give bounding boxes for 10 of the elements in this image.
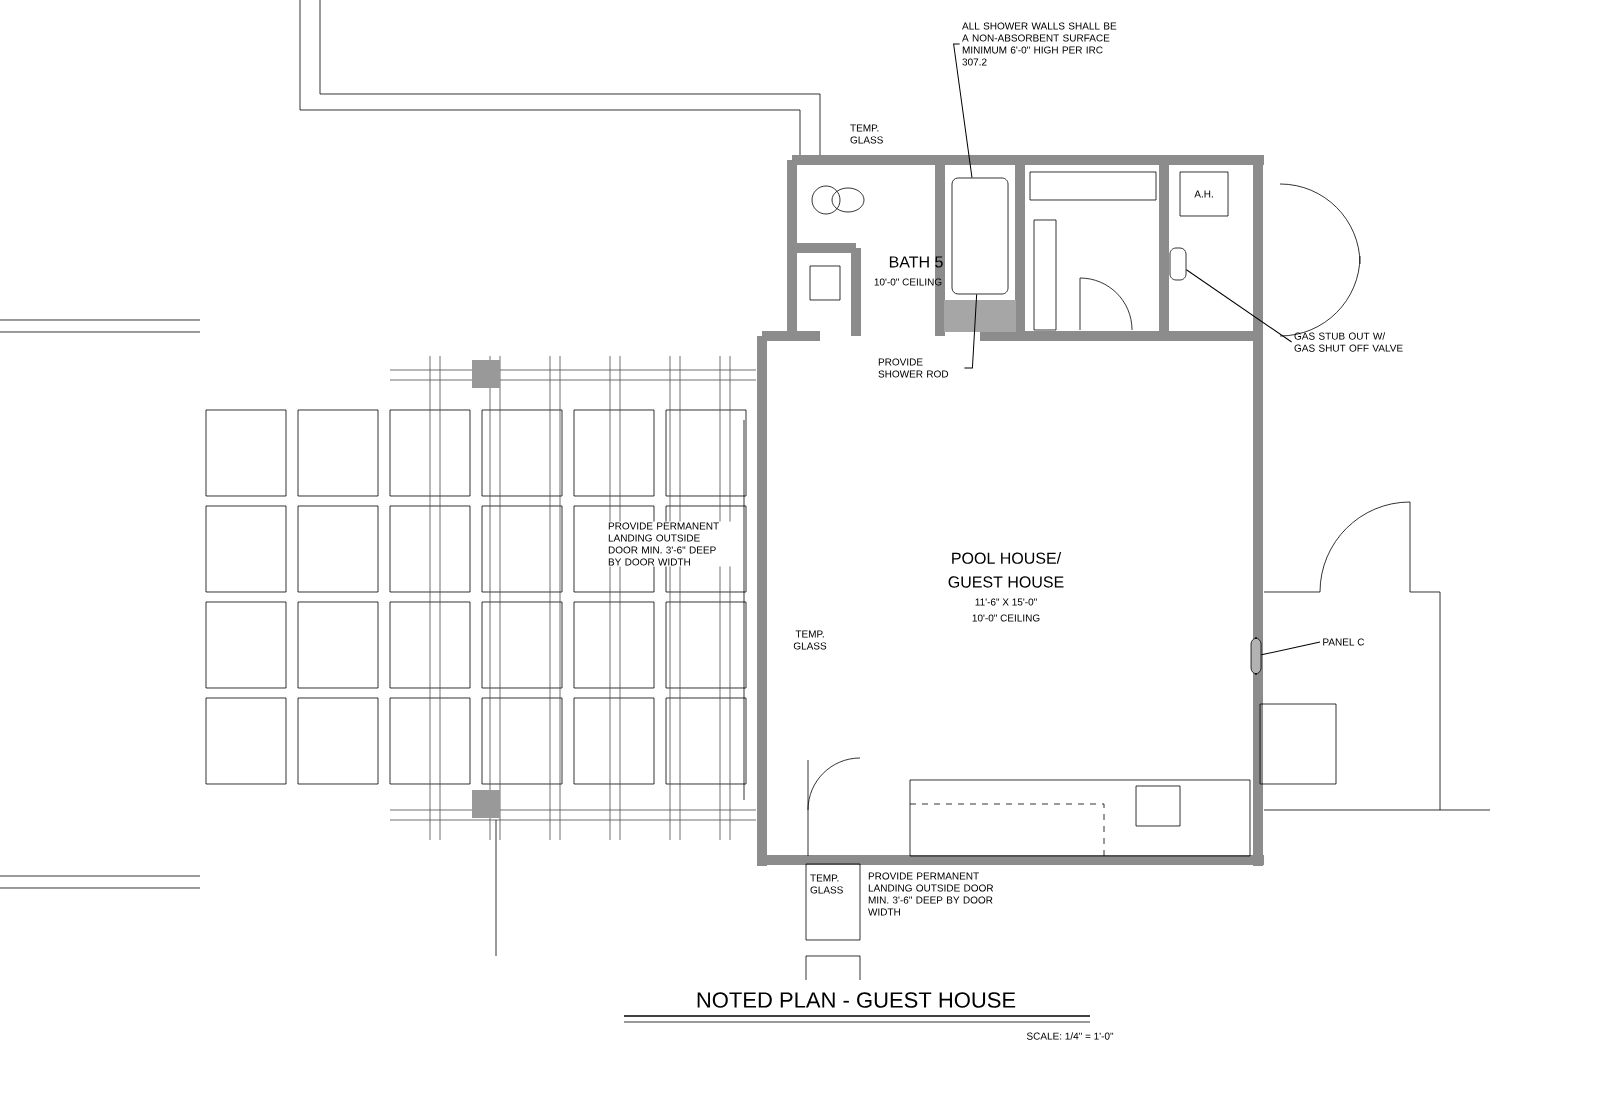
water-heater-box bbox=[1169, 247, 1187, 281]
room-label: GUEST HOUSE bbox=[948, 576, 1064, 588]
leader-line bbox=[1185, 269, 1293, 343]
leader-line bbox=[953, 43, 973, 179]
title: NOTED PLAN - GUEST HOUSE bbox=[697, 992, 1016, 1008]
leader-line bbox=[1260, 641, 1321, 656]
room-label: POOL HOUSE/ bbox=[952, 552, 1062, 564]
electrical-panel bbox=[1250, 637, 1262, 675]
leader-line bbox=[963, 293, 978, 369]
shower-stall bbox=[951, 177, 1009, 295]
